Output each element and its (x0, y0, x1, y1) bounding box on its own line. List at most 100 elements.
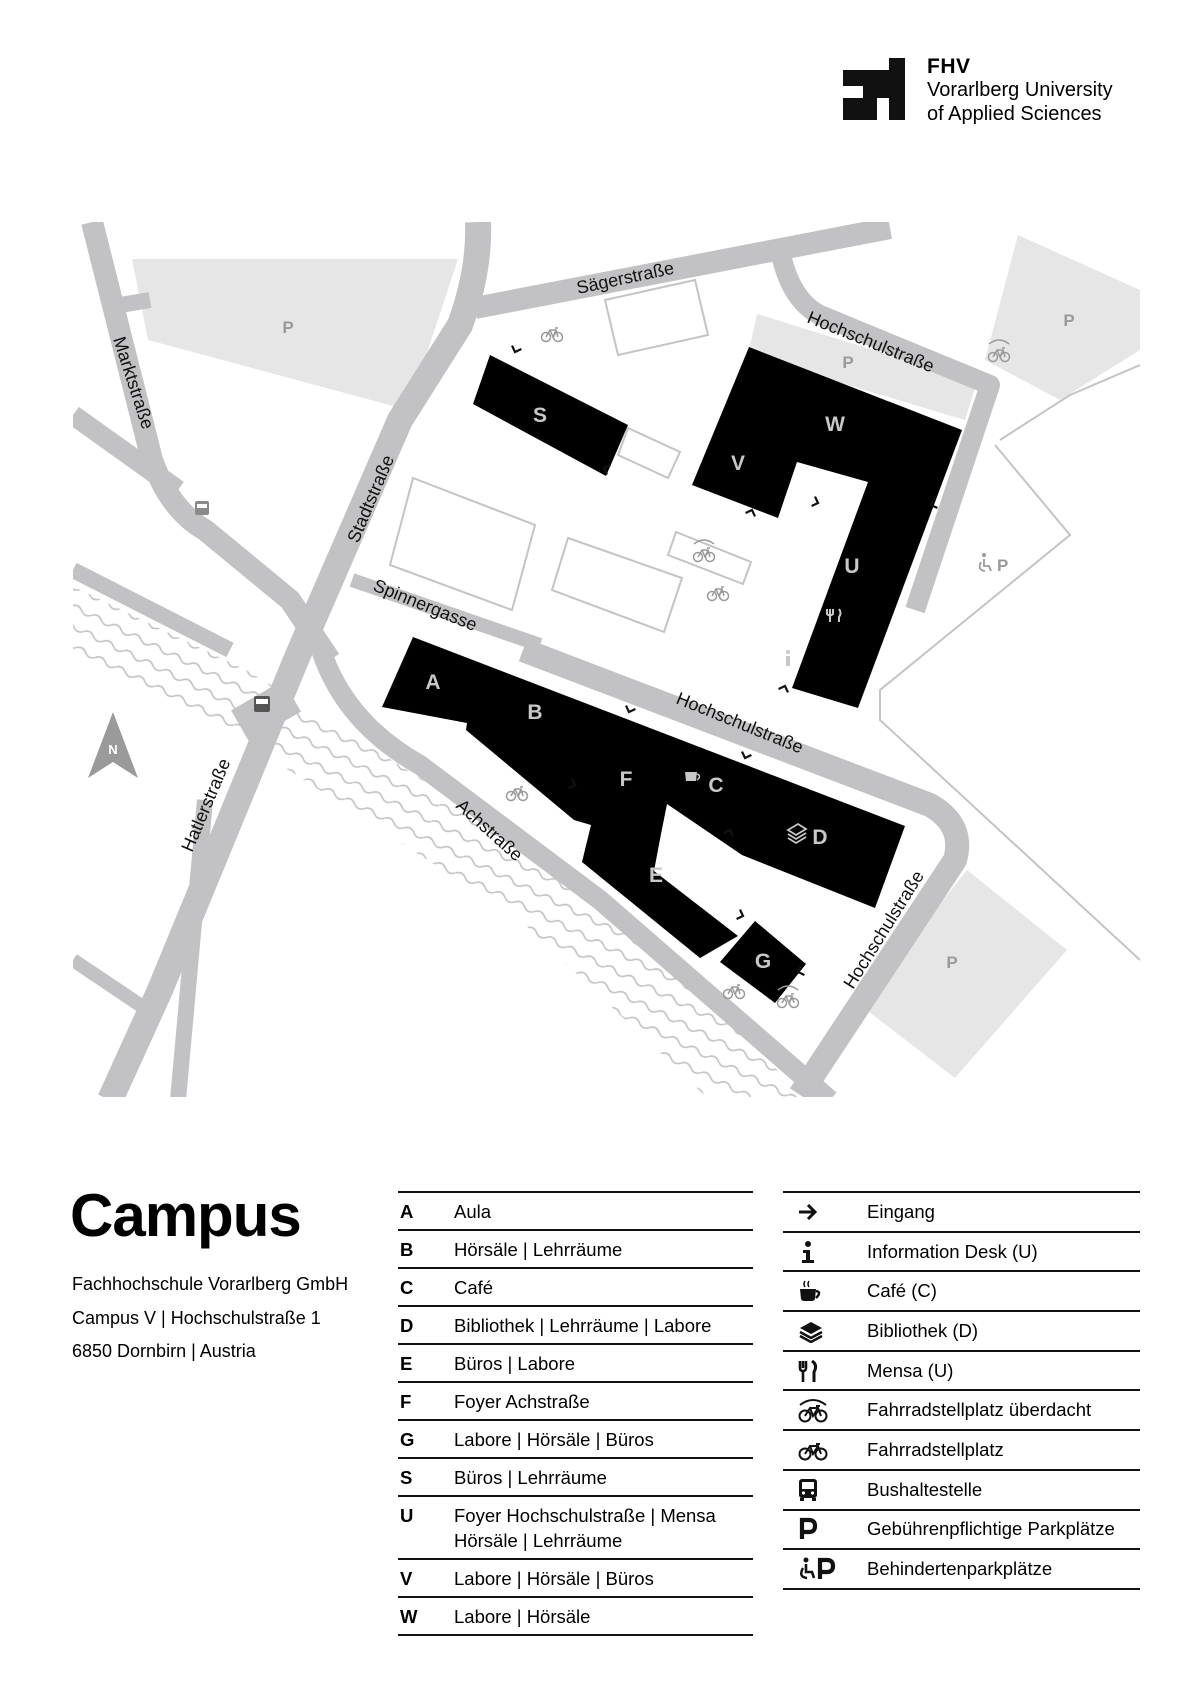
plot-outline-5 (666, 530, 753, 586)
campus-title: Campus (70, 1182, 302, 1249)
legend-row: Eingang (783, 1193, 1140, 1233)
bicycle-icon (783, 1439, 867, 1461)
north-arrow: N (88, 712, 138, 778)
building-label-a: A (425, 671, 440, 694)
road-achstrasse (308, 637, 837, 1097)
bike-parking-icon (540, 327, 564, 343)
entrance-arrow (744, 507, 758, 518)
building-desc: Labore | Hörsäle | Büros (454, 1429, 654, 1450)
parking-label: P (997, 556, 1008, 575)
address-line: 6850 Dornbirn | Austria (72, 1341, 256, 1361)
campus-map: S V W U A B F C D E G (73, 222, 1140, 1097)
parking-area-southeast (860, 870, 1067, 1078)
building-desc-line-2: Hörsäle | Lehrräume (454, 1530, 623, 1551)
logo-abbr: FHV (927, 55, 971, 78)
information-icon (783, 1240, 867, 1264)
legend-label: Gebührenpflichtige Parkplätze (867, 1518, 1115, 1540)
building-code: F (400, 1391, 412, 1412)
entrance-arrow (509, 344, 523, 355)
legend-label: Bushaltestelle (867, 1478, 983, 1500)
street-label-spinnergasse: Spinnergasse (371, 575, 481, 635)
legend-label: Eingang (867, 1200, 935, 1222)
legend-label: Information Desk (U) (867, 1240, 1038, 1262)
parking-area-northwest (132, 259, 458, 410)
building-label-d: D (812, 826, 827, 849)
legend-label: Fahrradstellplatz (867, 1438, 1004, 1460)
building-code: A (400, 1201, 414, 1222)
building-label-w: W (825, 413, 845, 436)
map-accessible-parking-icon: P (978, 553, 1008, 575)
entrance-arrow (739, 750, 753, 761)
road-hatler-lower (170, 799, 213, 1097)
building-label-u: U (844, 555, 859, 578)
road-spinnergasse (349, 573, 543, 652)
covered-bicycle-icon (783, 1397, 867, 1423)
building-g (720, 921, 806, 1003)
building-label-g: G (755, 950, 771, 973)
coffee-cup-icon (783, 1279, 867, 1303)
entrance-arrow (810, 495, 821, 509)
map-library-icon (786, 822, 808, 845)
building-ab (382, 637, 905, 958)
building-code: D (400, 1315, 414, 1336)
map-mensa-icon (826, 608, 842, 622)
parking-label: P (1063, 311, 1074, 330)
map-bus-icon (254, 696, 270, 712)
legend-row: Fahrradstellplatz (783, 1431, 1140, 1471)
north-label: N (108, 742, 117, 757)
building-code: E (400, 1353, 413, 1374)
road-stadtstrasse (98, 222, 492, 1097)
building-desc: Hörsäle | Lehrräume (454, 1239, 623, 1260)
address-line: Campus V | Hochschulstraße 1 (72, 1307, 321, 1328)
building-label-e: E (649, 864, 663, 887)
building-row: E Büros | Labore (398, 1345, 753, 1383)
map-legend: Eingang Information Desk (U) Café (C) Bi… (783, 1191, 1140, 1590)
parking-label: P (282, 318, 293, 337)
road-east-spur (73, 954, 144, 1011)
road-hochschul-north (770, 247, 1000, 614)
building-desc-line-1: Foyer Hochschulstraße | Mensa (454, 1505, 716, 1526)
building-desc: Labore | Hörsäle | Büros (454, 1568, 654, 1589)
map-info-icon (786, 650, 790, 666)
plot-outline-1 (603, 278, 710, 357)
building-vwu (692, 347, 962, 708)
legend-row: Café (C) (783, 1272, 1140, 1313)
bike-parking-icon (722, 984, 746, 1000)
road-saegerstrasse (472, 222, 893, 319)
parking-icon (783, 1517, 867, 1541)
parking-label: P (842, 353, 853, 372)
road-lower-cross (73, 562, 234, 658)
parking-area-northeast (985, 235, 1140, 400)
building-code: V (400, 1568, 413, 1589)
building-desc: Büros | Labore (454, 1353, 576, 1374)
logo-line-2: of Applied Sciences (927, 103, 1102, 125)
road-access-nw2 (394, 392, 422, 418)
building-row: C Café (398, 1269, 753, 1307)
building-desc: Aula (454, 1201, 492, 1222)
legend-row: Gebührenpflichtige Parkplätze (783, 1511, 1140, 1551)
map-cafe-icon (685, 772, 701, 781)
address-line: Fachhochschule Vorarlberg GmbH (72, 1274, 349, 1294)
legend-label: Bibliothek (D) (867, 1319, 979, 1341)
building-label-f: F (620, 768, 633, 791)
building-code: S (400, 1467, 413, 1488)
road-access-nw (118, 292, 152, 313)
plot-outline-2 (616, 426, 682, 480)
map-bus-icon (195, 501, 209, 515)
building-code: W (400, 1606, 418, 1627)
building-desc: Büros | Lehrräume (454, 1467, 607, 1488)
legend-label: Fahrradstellplatz überdacht (867, 1399, 1092, 1421)
legend-row: Mensa (U) (783, 1352, 1140, 1392)
arrow-right-icon (783, 1202, 867, 1222)
building-row: A Aula (398, 1193, 753, 1231)
building-desc: Café (454, 1277, 494, 1298)
plot-outline-7 (879, 444, 1140, 961)
building-code: C (400, 1277, 414, 1298)
bike-parking-icon (505, 786, 529, 802)
entrance-arrow (623, 704, 637, 715)
